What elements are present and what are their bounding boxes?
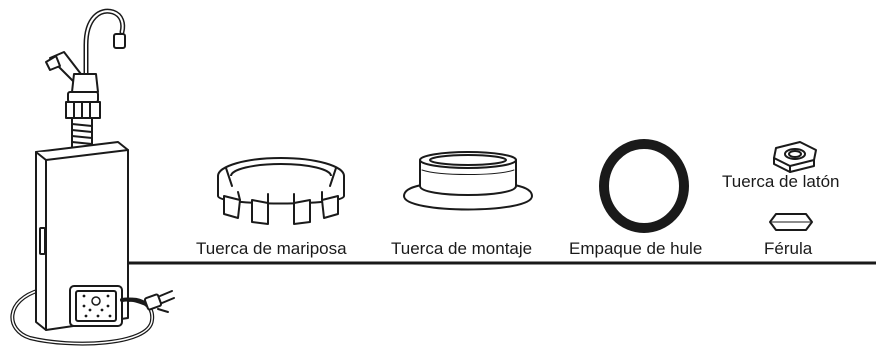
- label-rubber-gasket: Empaque de hule: [569, 239, 703, 258]
- ferrule-illustration: [769, 213, 813, 231]
- label-brass-nut: Tuerca de latón: [722, 172, 840, 191]
- hot-water-dispenser-illustration: [10, 8, 175, 346]
- wing-nut-illustration: [217, 157, 345, 225]
- rubber-gasket-illustration: [599, 139, 689, 233]
- brass-nut-illustration: [773, 141, 817, 173]
- label-ferrule: Férula: [764, 239, 813, 258]
- label-mounting-nut: Tuerca de montaje: [391, 239, 533, 258]
- label-wing-nut: Tuerca de mariposa: [196, 239, 347, 258]
- mounting-nut-illustration: [403, 151, 533, 211]
